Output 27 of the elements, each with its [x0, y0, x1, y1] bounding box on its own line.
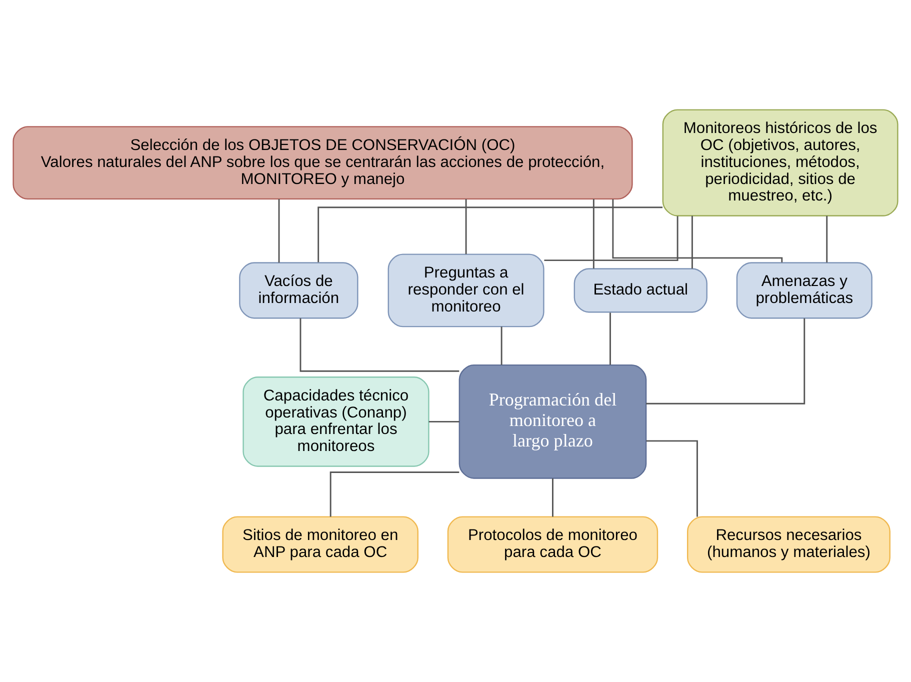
connector — [826, 216, 828, 262]
connector — [592, 199, 594, 269]
connector — [300, 318, 460, 372]
connector — [330, 472, 460, 517]
node-box: Preguntas a responder con el monitoreo — [388, 254, 544, 328]
node-box: Amenazas y problemáticas — [736, 262, 872, 319]
node-box: Vacíos de información — [239, 262, 358, 319]
connector — [646, 318, 806, 404]
connector — [646, 440, 698, 517]
node-box: Capacidades técnico operativas (Conanp) para enfrentar los monitoreos — [242, 376, 430, 467]
node-box: Programación del monitoreo a largo plazo — [458, 364, 647, 479]
node-box: Recursos necesarios (humanos y materiales) — [686, 516, 890, 573]
connector — [278, 199, 280, 263]
connector — [465, 199, 467, 254]
node-box: Monitoreos históricos de los OC (objetivos, autores, instituciones, métodos, periodicidad, sitios de muestreo, etc.) — [662, 109, 898, 216]
connector — [612, 199, 783, 262]
node-box: Estado actual — [574, 268, 708, 313]
node-box: Sitios de monitoreo en ANP para cada OC — [222, 516, 418, 573]
connector — [428, 420, 460, 422]
connector — [500, 326, 502, 365]
connector — [552, 478, 554, 517]
connector — [544, 216, 678, 262]
connector — [610, 312, 611, 365]
node-box: Selección de los OBJETOS DE CONSERVACIÓN (OC) Valores naturales del ANP sobre los que se centrarán las acciones de protección, MONITOREO y manejo — [12, 126, 633, 200]
node-box: Protocolos de monitoreo para cada OC — [447, 516, 658, 573]
connector — [691, 216, 693, 269]
connector — [318, 206, 663, 262]
